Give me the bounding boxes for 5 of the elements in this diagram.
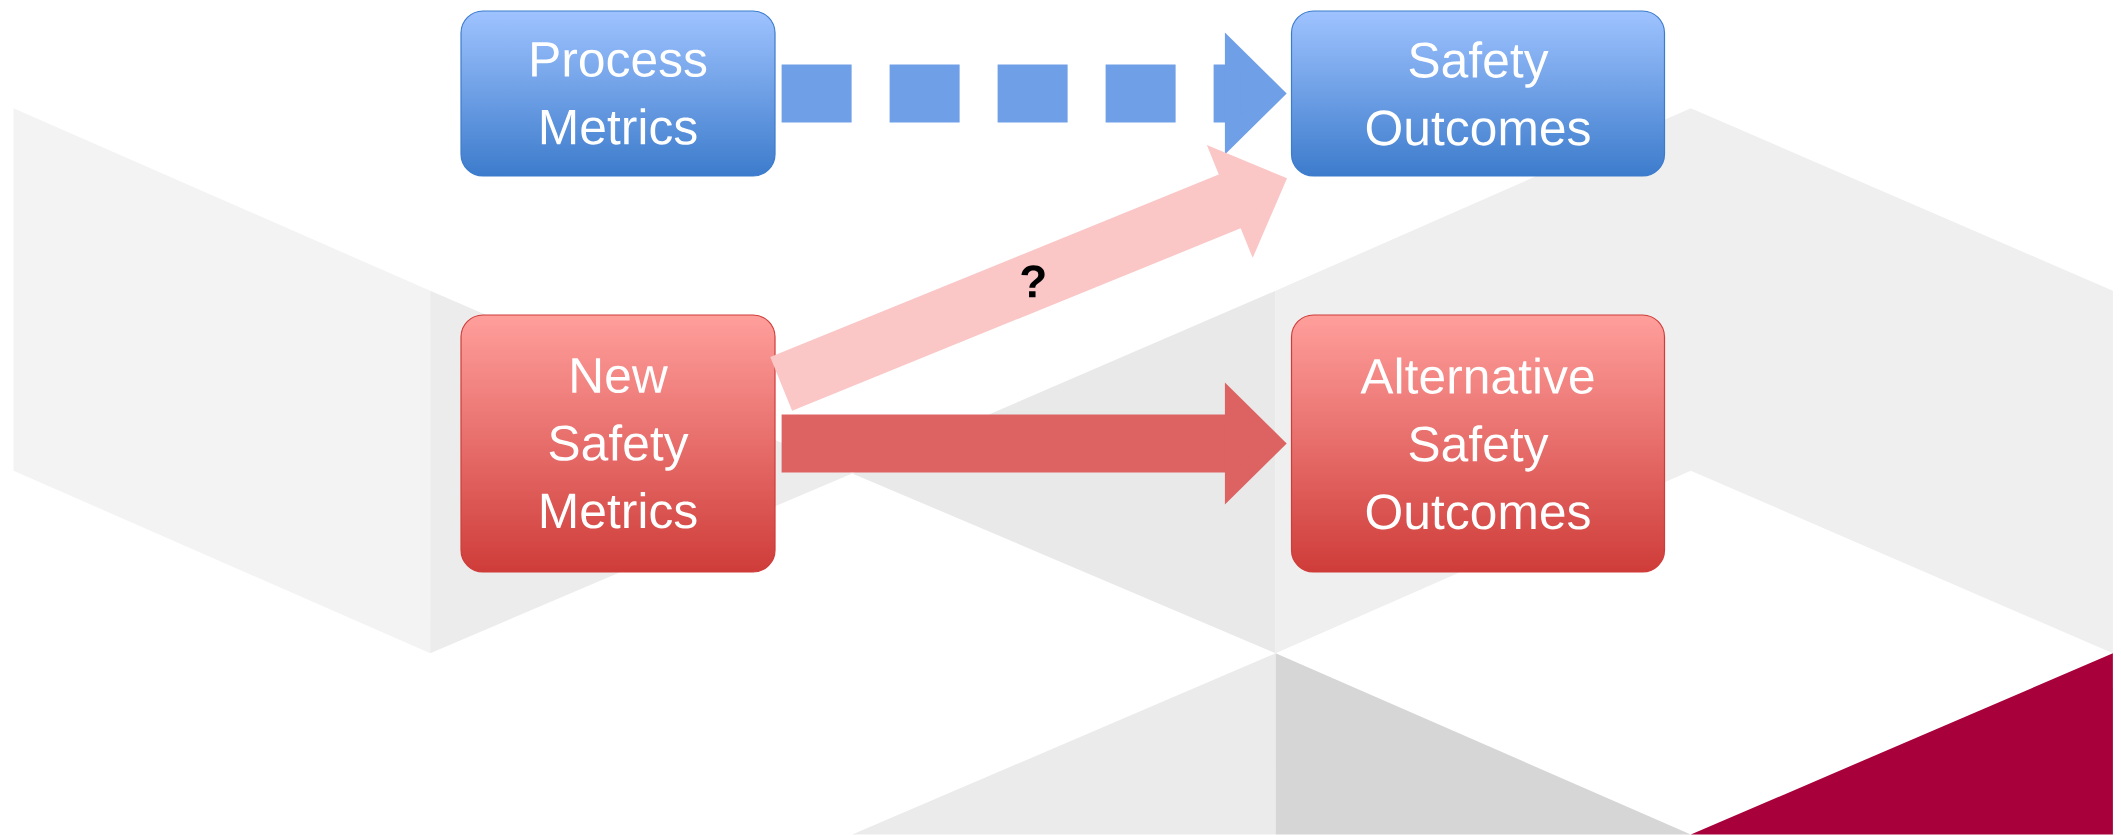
rounded-box: New Safety Metrics	[460, 314, 776, 573]
rounded-box: Process Metrics	[460, 10, 776, 177]
rounded-box: Alternative Safety Outcomes	[1290, 314, 1666, 573]
rounded-box: Safety Outcomes	[1290, 10, 1666, 177]
edge-label: ?	[1017, 263, 1050, 300]
